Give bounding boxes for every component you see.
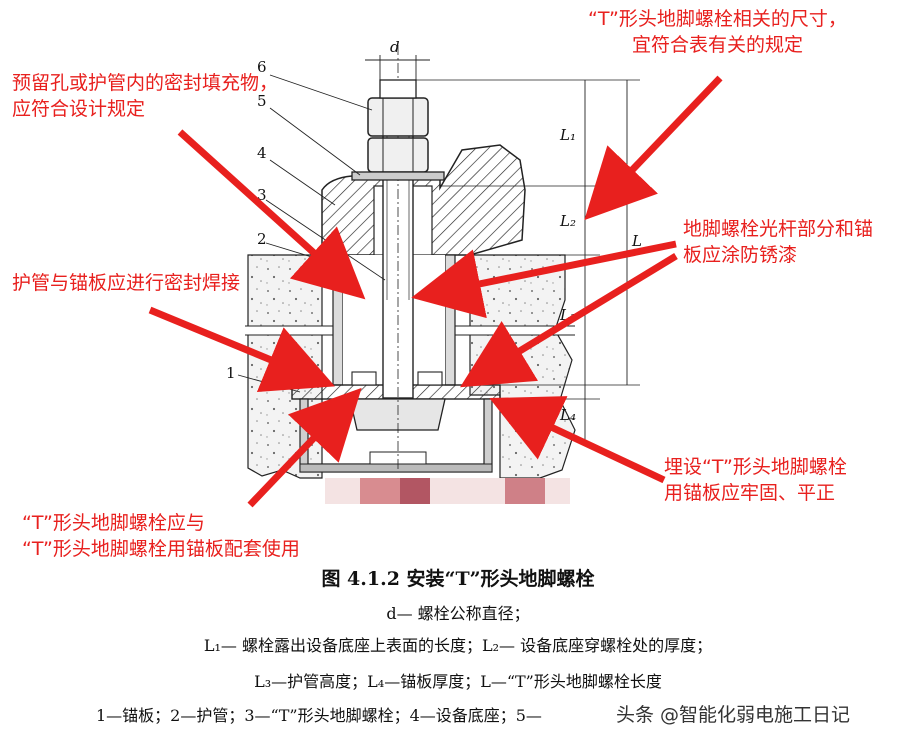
- arrow-matching-plate: [247, 387, 362, 508]
- dim-L-label: L: [631, 232, 642, 250]
- leader-5: [269, 107, 361, 176]
- part-number-4: 4: [257, 144, 267, 162]
- caption-line-1: d— 螺栓公称直径；: [386, 604, 530, 623]
- blurred-region-dark-2: [400, 478, 430, 504]
- blurred-region-dark-3: [505, 478, 545, 504]
- annotation-plate-firm-level: 埋设“T”形头地脚螺栓 用锚板应牢固、平正: [664, 454, 847, 506]
- part-number-2: 2: [257, 230, 267, 248]
- caption-line-3: L₃—护管高度；L₄—锚板厚度；L—“T”形头地脚螺栓长度: [254, 672, 662, 691]
- arrow-dimensions: [584, 75, 723, 221]
- annotation-rust-paint: 地脚螺栓光杆部分和锚 板应涂防锈漆: [683, 216, 873, 268]
- sleeve-wall-right: [444, 254, 456, 386]
- arrow-rust-paint-plate: [460, 253, 678, 388]
- annotation-plate-firm-level-line1: 埋设“T”形头地脚螺栓: [664, 456, 847, 478]
- annotation-dimensions: “T”形头地脚螺栓相关的尺寸， 宜符合表有关的规定: [588, 6, 847, 58]
- caption-line-4: 1—锚板；2—护管；3—“T”形头地脚螺栓；4—设备底座；5—: [96, 706, 542, 725]
- bolt-tip: [379, 79, 417, 99]
- arrow-rust-paint-shank: [411, 240, 677, 319]
- dim-L1-label: L₁: [559, 126, 576, 144]
- annotation-matching-plate-line1: “T”形头地脚螺栓应与: [22, 512, 205, 534]
- part-number-6: 6: [257, 58, 267, 76]
- anchor-cup-floor: [299, 463, 493, 473]
- nut-top: [367, 97, 429, 137]
- t-head-block-left: [351, 371, 377, 386]
- dim-d-label: d: [390, 38, 400, 56]
- watermark: 头条 @智能化弱电施工日记: [612, 698, 855, 729]
- annotation-sealed-weld-line1: 护管与锚板应进行密封焊接: [12, 272, 241, 294]
- annotation-sealing-filler: 预留孔或护管内的密封填充物， 应符合设计规定: [12, 70, 278, 122]
- annotation-dimensions-line1: “T”形头地脚螺栓相关的尺寸，: [588, 8, 847, 30]
- annotation-rust-paint-line2: 板应涂防锈漆: [683, 244, 798, 266]
- part-number-3: 3: [257, 186, 267, 204]
- washer: [351, 171, 445, 181]
- leader-4: [269, 159, 336, 206]
- annotation-plate-firm-level-line2: 用锚板应牢固、平正: [664, 482, 836, 504]
- t-head-block-right: [417, 371, 443, 386]
- part-number-1: 1: [226, 364, 236, 382]
- annotation-rust-paint-line1: 地脚螺栓光杆部分和锚: [683, 218, 874, 240]
- figure-title: 图 4.1.2 安装“T”形头地脚螺栓: [321, 568, 595, 590]
- annotation-matching-plate: “T”形头地脚螺栓应与 “T”形头地脚螺栓用锚板配套使用: [22, 510, 300, 562]
- annotation-matching-plate-line2: “T”形头地脚螺栓用锚板配套使用: [22, 538, 300, 560]
- annotation-sealed-weld: 护管与锚板应进行密封焊接: [12, 270, 240, 296]
- dim-L2-label: L₂: [559, 212, 576, 230]
- arrow-sealing-filler: [177, 129, 366, 300]
- nut-lower: [367, 137, 429, 173]
- caption-line-2: L₁— 螺栓露出设备底座上表面的长度；L₂— 设备底座穿螺栓处的厚度；: [203, 636, 713, 655]
- dim-L4-label: L₄: [559, 406, 576, 424]
- arrow-plate-firm-level: [489, 396, 666, 484]
- annotation-dimensions-line2: 宜符合表有关的规定: [631, 34, 803, 56]
- leader-6: [269, 74, 373, 111]
- blurred-region-dark-1: [360, 478, 400, 504]
- t-head: [349, 398, 446, 431]
- part-number-5: 5: [257, 92, 267, 110]
- annotation-sealing-filler-line1: 预留孔或护管内的密封填充物，: [12, 72, 279, 94]
- arrow-sealed-weld: [148, 306, 335, 392]
- annotation-sealing-filler-line2: 应符合设计规定: [12, 98, 146, 120]
